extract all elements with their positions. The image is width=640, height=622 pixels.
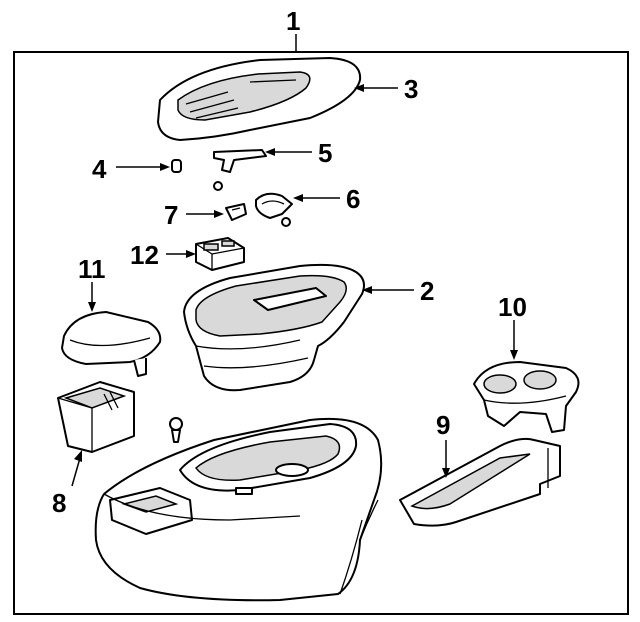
part-6-latch-bracket — [255, 192, 293, 227]
arrow-9 — [442, 468, 450, 478]
callout-9: 9 — [436, 410, 450, 440]
callout-10: 10 — [498, 292, 527, 322]
leader-8 — [71, 457, 81, 487]
arrow-11 — [88, 302, 96, 312]
diagram-frame — [13, 51, 629, 615]
part-5-hinge — [213, 149, 267, 191]
part-4-clip — [171, 159, 182, 173]
part-11-lid-pad — [61, 311, 162, 377]
arrow-12 — [186, 250, 196, 258]
callout-12: 12 — [130, 240, 159, 270]
callout-8: 8 — [52, 488, 66, 518]
callout-3: 3 — [404, 74, 418, 104]
callout-7: 7 — [164, 200, 178, 230]
callout-2: 2 — [420, 276, 434, 306]
callout-6: 6 — [346, 184, 360, 214]
part-7-latch — [225, 203, 247, 221]
arrow-4 — [160, 163, 170, 171]
part-9-storage-tray — [399, 437, 561, 527]
part-12-coin-holder — [195, 237, 245, 271]
callout-5: 5 — [318, 138, 332, 168]
arrow-3 — [354, 84, 364, 92]
arrow-8 — [74, 450, 82, 462]
push-pin-fastener — [169, 417, 183, 443]
part-2-console-bin — [183, 263, 365, 392]
callout-1: 1 — [286, 6, 300, 36]
arrow-7 — [214, 210, 224, 218]
part-10-cup-holder — [473, 361, 580, 433]
callout-4: 4 — [92, 154, 107, 184]
part-1-console-base — [94, 417, 383, 602]
arrow-6 — [293, 194, 303, 202]
arrow-2 — [362, 286, 372, 294]
part-8-insert-tray — [57, 381, 135, 453]
callout-11: 11 — [78, 254, 106, 284]
arrow-5 — [265, 148, 275, 156]
arrow-10 — [510, 350, 518, 360]
part-3-console-lid — [157, 57, 362, 141]
